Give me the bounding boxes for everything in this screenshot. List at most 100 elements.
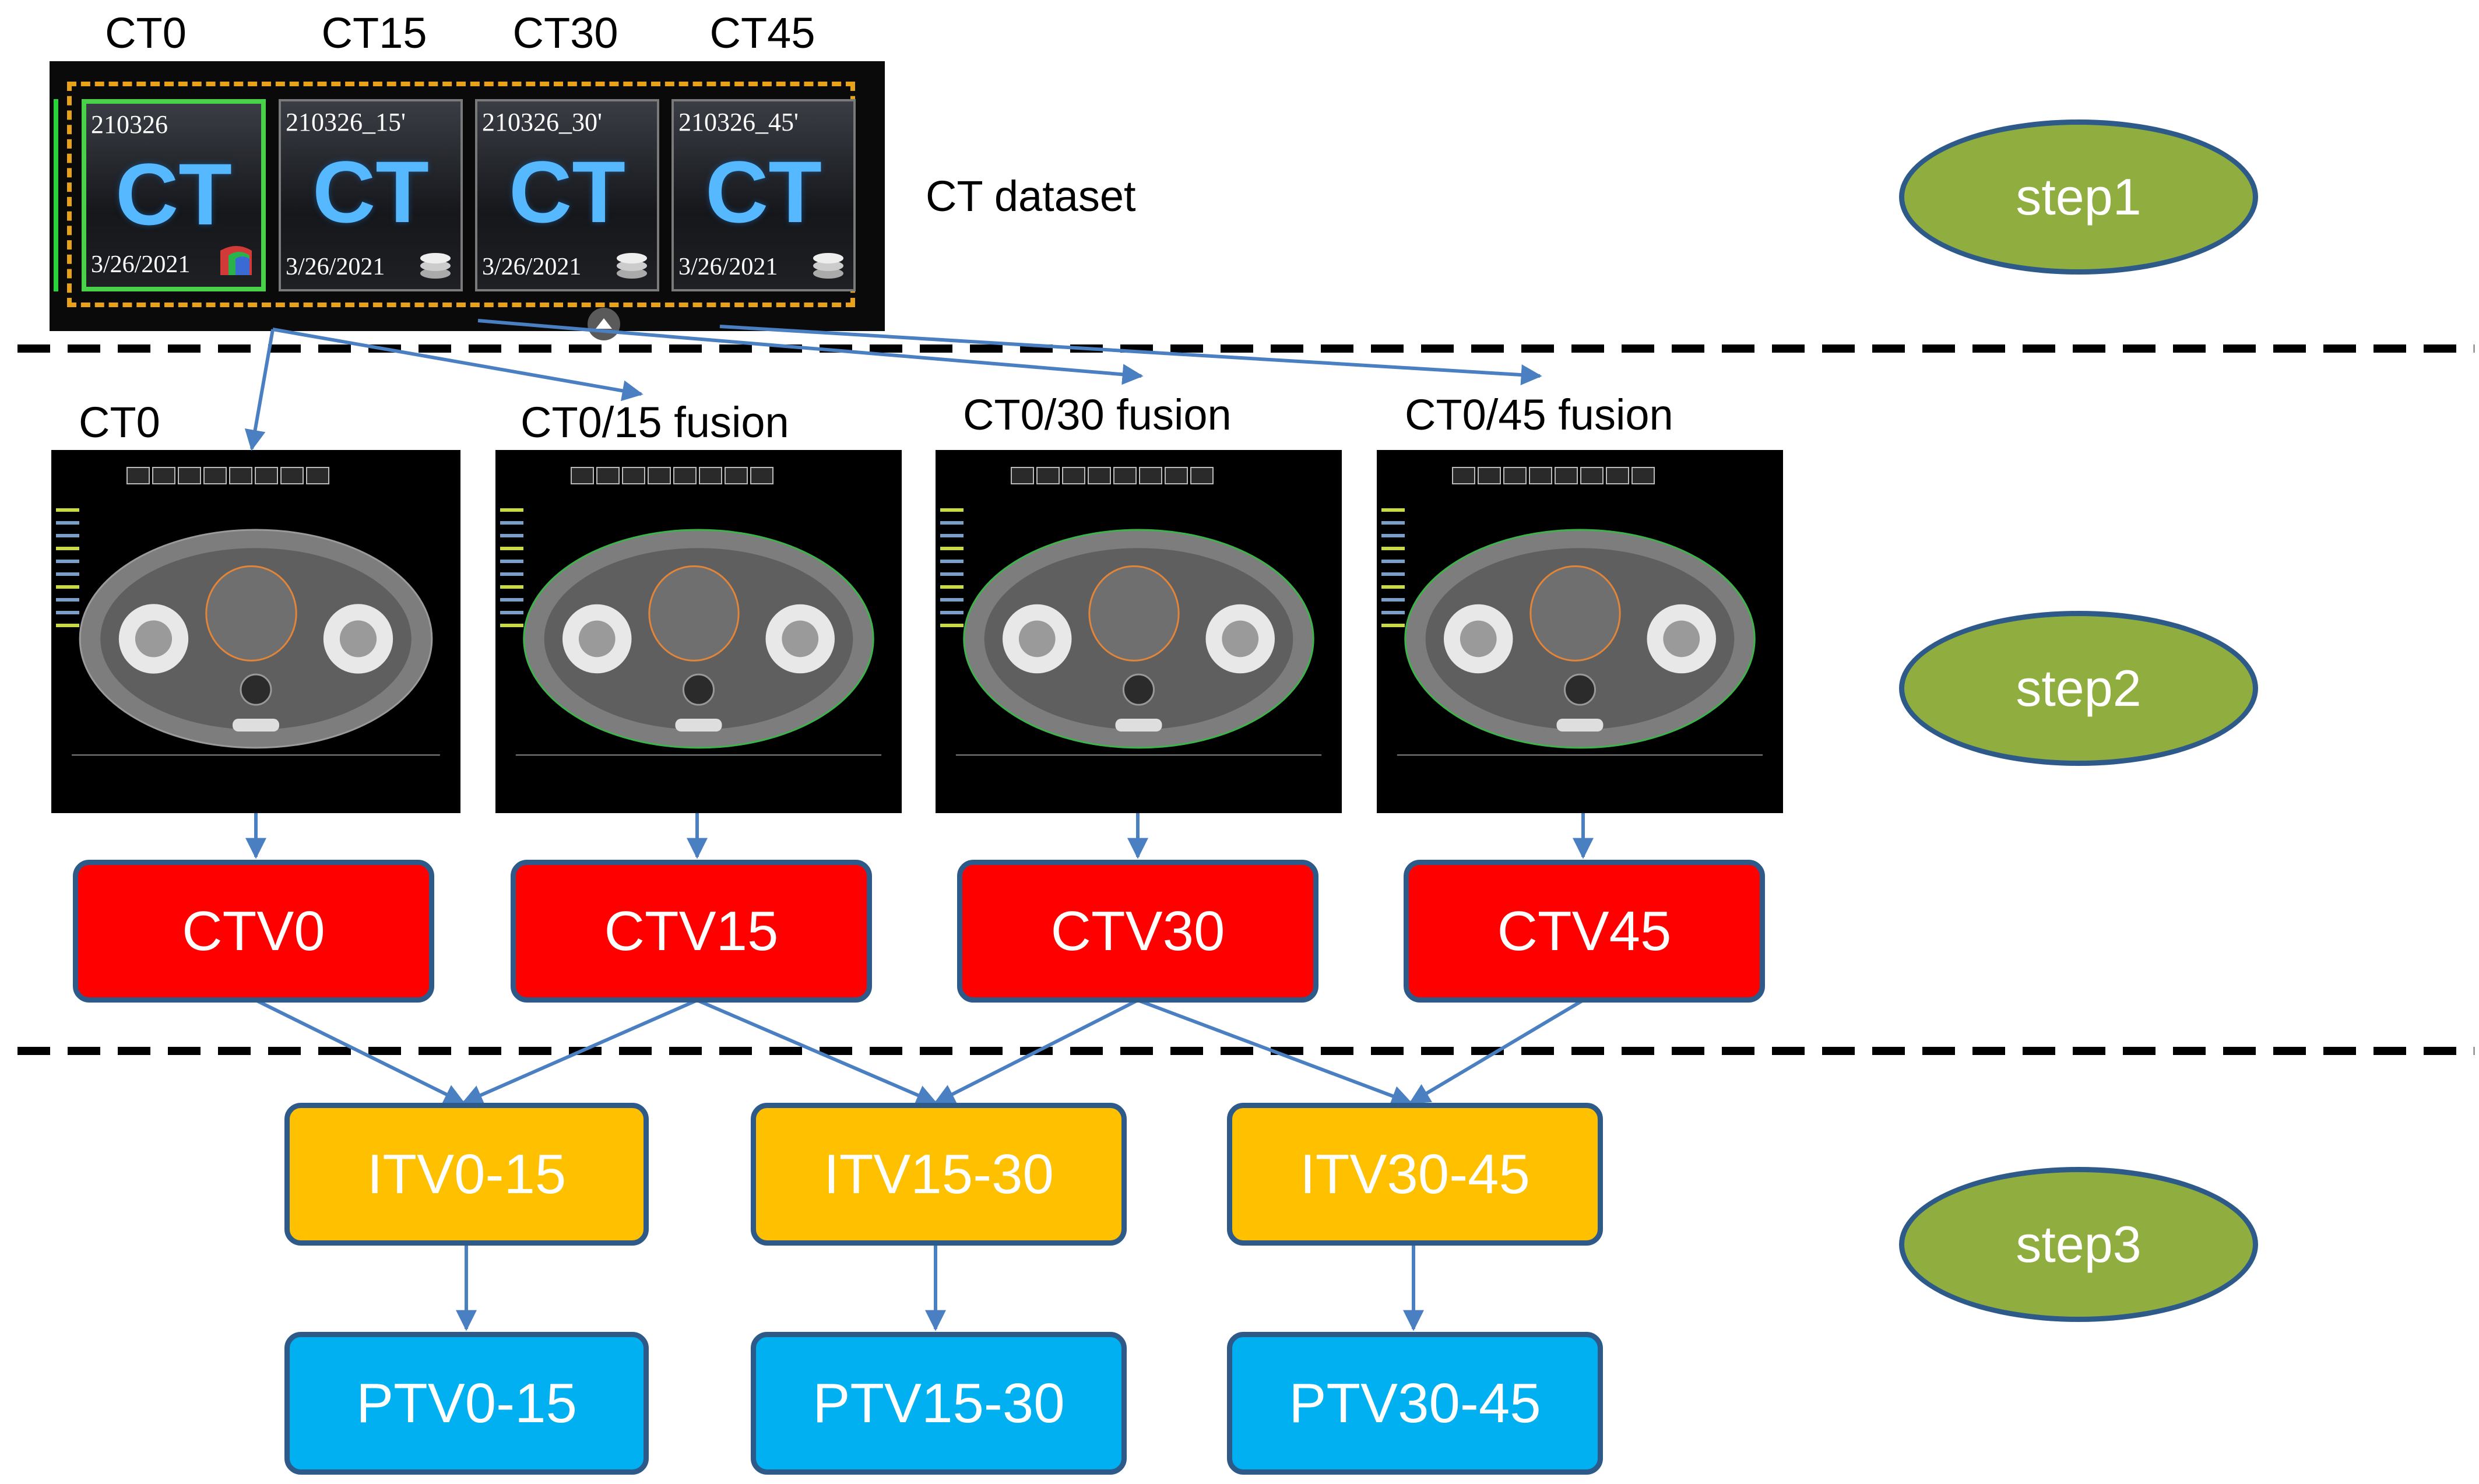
viewer-info-line <box>56 534 79 537</box>
viewer-thumbnail <box>280 467 304 484</box>
rectum <box>240 673 272 706</box>
viewer-thumbnail <box>1011 467 1034 484</box>
viewer-thumbnail <box>255 467 278 484</box>
viewer-thumbnail <box>1452 467 1475 484</box>
itv30-45-box: ITV30-45 <box>1227 1103 1603 1246</box>
viewer-thumbnail <box>126 467 150 484</box>
right-femoral-head-core <box>1222 620 1259 657</box>
image-stack-icon <box>420 253 451 279</box>
ct-dataset-caption: CT dataset <box>926 172 1136 220</box>
image-stack-icon <box>617 253 647 279</box>
ct-tile-ct0[interactable]: 210326 CT 3/26/2021 <box>82 99 266 291</box>
left-femoral-head-core <box>1460 620 1497 657</box>
sacrum <box>1115 719 1162 732</box>
ct-tile-id: 210326_45' <box>678 108 799 136</box>
bladder-contour <box>1529 565 1621 662</box>
viewer-info-line <box>500 585 523 589</box>
ptv30-45-box: PTV30-45 <box>1227 1332 1603 1475</box>
ct-column-label-ct30: CT30 <box>512 9 618 57</box>
right-femoral-head-core <box>339 620 377 657</box>
viewer-thumbnail <box>648 467 671 484</box>
ct-column-label-ct15: CT15 <box>321 9 427 57</box>
viewer-info-line <box>1381 624 1405 627</box>
viewer-thumbnail <box>306 467 329 484</box>
scan-label-ct0: CT0 <box>79 398 160 446</box>
viewer-thumbnail <box>1503 467 1527 484</box>
arrow-ct-to-ct0 <box>244 329 275 451</box>
arrow-ctv15-itv0-15 <box>461 998 698 1105</box>
ctv0-box: CTV0 <box>73 860 434 1003</box>
viewer-info-line <box>500 572 523 576</box>
step3-ellipse: step3 <box>1899 1167 2258 1322</box>
viewer-thumbnail <box>1190 467 1214 484</box>
viewer-thumbnail <box>1580 467 1604 484</box>
scan-label-ct0-45: CT0/45 fusion <box>1405 391 1673 439</box>
ct-tile-modality: CT <box>509 143 625 241</box>
viewer-thumbnail <box>229 467 252 484</box>
itv0-15-box: ITV0-15 <box>284 1103 649 1246</box>
sacrum <box>675 719 722 732</box>
viewer-info-line <box>500 624 523 627</box>
arrow-ctv0-itv0-15 <box>255 998 466 1105</box>
separator-lines <box>17 344 2474 1055</box>
scan-label-ct0-30: CT0/30 fusion <box>963 391 1232 439</box>
flow-arrows <box>244 319 1594 1331</box>
ptv0-15-box: PTV0-15 <box>284 1332 649 1475</box>
bladder-contour <box>1088 565 1180 662</box>
ct-tile-ct15[interactable]: 210326_15' CT 3/26/2021 <box>279 99 463 291</box>
viewer-info-line <box>1381 534 1405 537</box>
ct-tile-id: 210326_30' <box>482 108 602 136</box>
structure-set-icon <box>220 246 252 275</box>
rectum <box>683 673 715 706</box>
scroll-up-icon[interactable] <box>588 308 620 340</box>
viewer-info-line <box>940 560 964 563</box>
viewer-info-line <box>500 508 523 512</box>
viewer-info-line <box>500 611 523 614</box>
ct-tile-date: 3/26/2021 <box>482 254 582 280</box>
step2-ellipse: step2 <box>1899 611 2258 766</box>
ct-column-label-ct45: CT45 <box>709 9 815 57</box>
bladder-contour <box>648 565 740 662</box>
ct-tile-modality: CT <box>115 145 232 243</box>
viewer-info-line <box>1381 547 1405 550</box>
ptv15-30-box: PTV15-30 <box>751 1332 1127 1475</box>
ct-tile-date: 3/26/2021 <box>286 254 385 280</box>
viewer-info-line <box>1381 611 1405 614</box>
viewer-thumbnail <box>699 467 722 484</box>
viewer-info-line <box>56 585 79 589</box>
viewer-thumbnail <box>1478 467 1501 484</box>
viewer-thumbnail <box>1606 467 1629 484</box>
arrow-ctv15-itv15-30 <box>696 998 938 1105</box>
ct-tile-id: 210326 <box>91 110 168 139</box>
viewer-info-line <box>56 560 79 563</box>
viewer-info-line <box>56 572 79 576</box>
scan-image-ct0-45-fusion <box>1377 450 1783 813</box>
ct-tile-ct45[interactable]: 210326_45' CT 3/26/2021 <box>671 99 856 291</box>
viewer-thumbnail <box>203 467 227 484</box>
scan-image-ct0-15-fusion <box>495 450 902 813</box>
viewer-info-line <box>500 534 523 537</box>
arrow-ctv45-itv30-45 <box>1408 998 1584 1105</box>
sacrum <box>233 719 279 732</box>
viewer-thumbnail <box>1036 467 1060 484</box>
ctv15-box: CTV15 <box>511 860 872 1003</box>
viewer-thumbnail <box>673 467 697 484</box>
viewer-thumbnail <box>1088 467 1111 484</box>
arrow-ct-to-ct30-fusion <box>477 319 1144 385</box>
viewer-info-line <box>940 572 964 576</box>
itv15-30-box: ITV15-30 <box>751 1103 1127 1246</box>
right-femoral-head-core <box>782 620 819 657</box>
viewer-info-line <box>500 547 523 550</box>
arrow-ct-to-ct15-fusion <box>272 328 644 402</box>
viewer-info-line <box>1381 572 1405 576</box>
viewer-thumbnail <box>152 467 175 484</box>
ctv30-box: CTV30 <box>957 860 1318 1003</box>
viewer-info-line <box>940 521 964 525</box>
viewer-info-line <box>500 598 523 602</box>
viewer-thumbnail <box>725 467 748 484</box>
rectum <box>1564 673 1596 706</box>
right-femoral-head-core <box>1663 620 1700 657</box>
viewer-info-line <box>940 534 964 537</box>
ct-tile-ct30[interactable]: 210326_30' CT 3/26/2021 <box>475 99 659 291</box>
viewer-info-line <box>56 521 79 525</box>
